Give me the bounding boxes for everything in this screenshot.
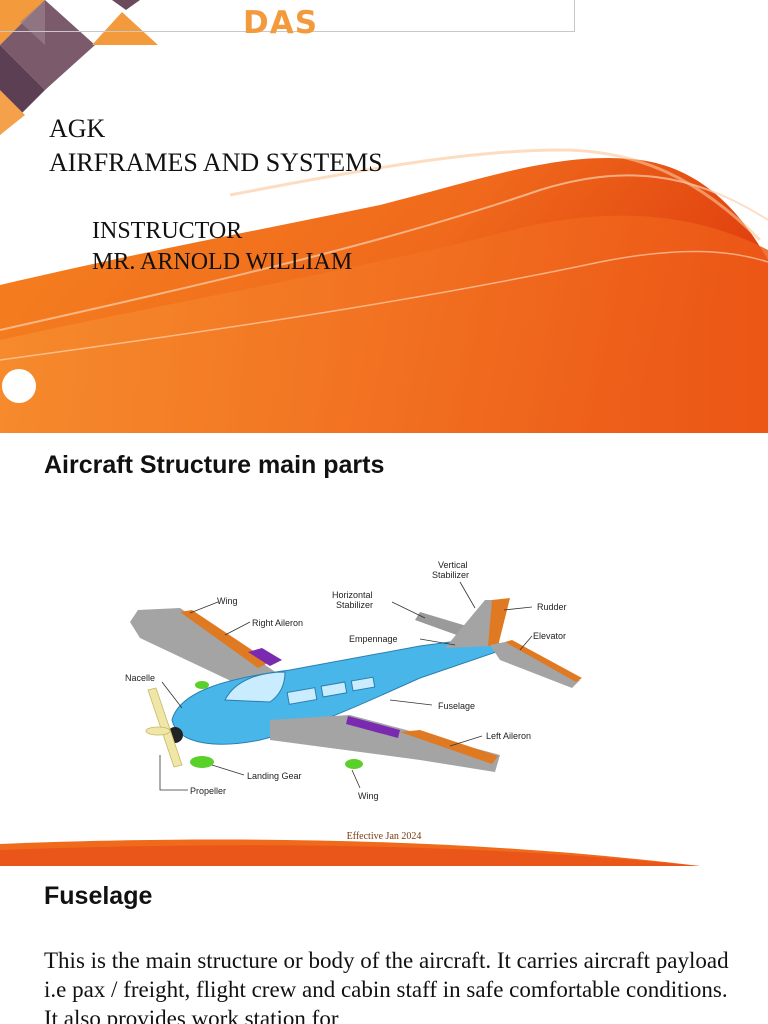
window-3	[350, 676, 376, 692]
label-right-aileron: Right Aileron	[252, 618, 303, 628]
label-landing-gear: Landing Gear	[247, 771, 302, 781]
horizontal-stabilizer-right	[490, 642, 580, 688]
aircraft-diagram: Wing Right Aileron Horizontal Stabilizer…	[120, 550, 590, 818]
label-propeller: Propeller	[190, 786, 226, 796]
decorative-circle	[2, 369, 36, 403]
label-horizontal-stabilizer-1: Horizontal	[332, 590, 373, 600]
aircraft-parts-slide: Aircraft Structure main parts	[0, 433, 768, 866]
canopy	[224, 671, 286, 703]
title-slide: DAS AGK AIRFRAMES AND SYSTEMS INSTRUCTOR…	[0, 0, 768, 433]
gear-right	[195, 681, 209, 689]
slide-footer-band	[0, 836, 700, 866]
course-code: AGK	[49, 114, 106, 143]
left-aileron	[400, 730, 498, 764]
window-2	[320, 681, 348, 698]
slide-heading: Aircraft Structure main parts	[44, 451, 385, 479]
logo-bar	[0, 0, 575, 32]
instructor-name: MR. ARNOLD WILLIAM	[92, 249, 353, 275]
left-wing	[270, 715, 500, 772]
window-1	[286, 687, 318, 705]
vertical-stabilizer	[445, 600, 498, 648]
label-empennage: Empennage	[349, 634, 398, 644]
label-fuselage: Fuselage	[438, 701, 475, 711]
label-wing-top: Wing	[217, 596, 238, 606]
label-vertical-stabilizer-2: Stabilizer	[432, 570, 469, 580]
label-elevator: Elevator	[533, 631, 566, 641]
right-wing	[130, 608, 280, 690]
label-rudder: Rudder	[537, 602, 567, 612]
elevator	[505, 640, 582, 682]
instructor-label: INSTRUCTOR	[92, 218, 243, 244]
das-logo: DAS	[243, 5, 319, 41]
label-nacelle: Nacelle	[125, 673, 155, 683]
label-wing-bottom: Wing	[358, 791, 379, 801]
label-vertical-stabilizer-1: Vertical	[438, 560, 468, 570]
main-gear	[345, 759, 363, 769]
nose-gear	[190, 756, 214, 768]
slide-heading: Fuselage	[44, 882, 153, 910]
effective-date: Effective Jan 2024	[346, 831, 422, 842]
left-aileron-purple	[346, 716, 400, 738]
fuselage-slide: Fuselage This is the main structure or b…	[0, 866, 768, 1024]
label-left-aileron: Left Aileron	[486, 731, 531, 741]
label-horizontal-stabilizer-2: Stabilizer	[336, 600, 373, 610]
right-aileron-purple	[248, 648, 282, 666]
body-paragraph: This is the main structure or body of th…	[44, 948, 729, 1024]
right-aileron-strip	[180, 610, 270, 668]
course-title: AIRFRAMES AND SYSTEMS	[49, 148, 383, 177]
slide-background-graphic	[0, 0, 768, 433]
